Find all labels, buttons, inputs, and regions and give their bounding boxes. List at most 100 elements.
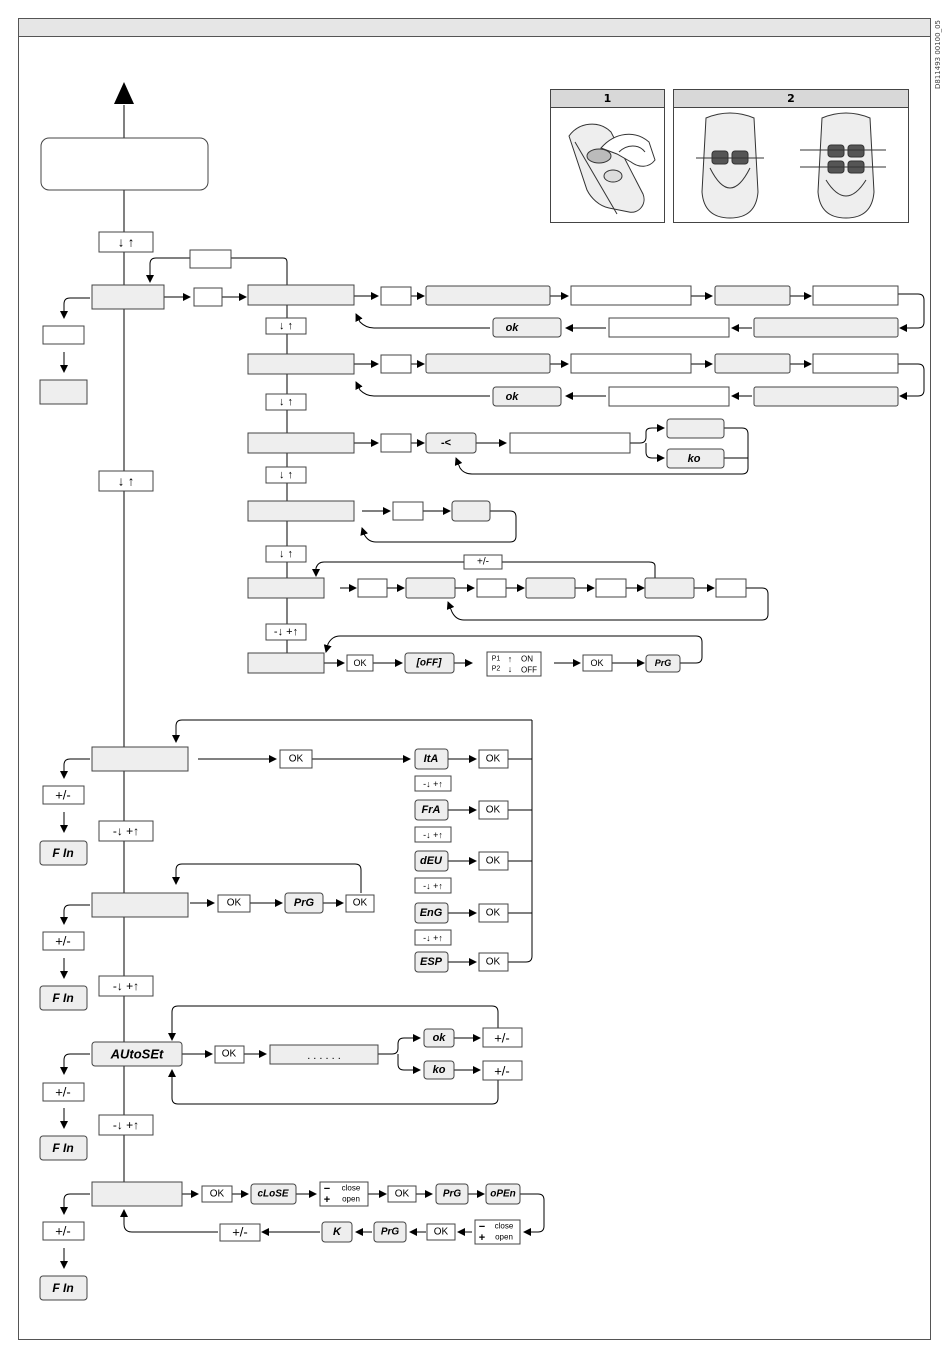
svg-text:OK: OK	[353, 658, 366, 668]
plus-minus-button-4[interactable]: +/-	[42, 1221, 85, 1241]
r1-return-grey-box	[753, 317, 899, 338]
svg-text:close: close	[342, 1184, 361, 1193]
photo-panel-1-label: 1	[551, 90, 664, 108]
svg-text:OK: OK	[486, 805, 501, 816]
nav-lang-3[interactable]: -↓ +↑	[414, 877, 452, 894]
prg-lcd-r6: PrG	[645, 654, 681, 673]
plus-minus-button-1[interactable]: +/-	[42, 785, 85, 805]
photo-panel-2: 2	[673, 89, 909, 223]
fin-lcd-2: F In	[39, 985, 88, 1011]
r1-ok-lcd	[492, 317, 562, 338]
svg-text:-↓ +↑: -↓ +↑	[274, 626, 298, 638]
r3-upper-lcd	[666, 418, 725, 439]
photo-panel-2-label: 2	[674, 90, 908, 108]
ok-button-eng[interactable]: OK	[478, 903, 509, 923]
svg-text:↓ ↑: ↓ ↑	[118, 235, 135, 250]
plus-minus-button-3[interactable]: +/-	[42, 1082, 85, 1102]
nav-down-up-5[interactable]: ↓ ↑	[265, 466, 307, 484]
r5-box-1	[357, 578, 388, 598]
ok-button-r6-1[interactable]: OK	[346, 654, 374, 672]
page-frame	[18, 18, 931, 1340]
left-white-box	[42, 325, 85, 345]
submenu-1-box	[247, 284, 355, 306]
nav-lang-2[interactable]: -↓ +↑	[414, 826, 452, 843]
svg-text:-↓ +↑: -↓ +↑	[113, 1118, 139, 1132]
plus-minus-co[interactable]: +/-	[219, 1223, 261, 1242]
menu-close-open-box	[91, 1181, 183, 1207]
svg-text:ESP: ESP	[420, 956, 443, 968]
r2-small-box	[380, 354, 412, 374]
ok-button-autoset[interactable]: OK	[214, 1045, 245, 1064]
svg-text:PrG: PrG	[381, 1227, 400, 1238]
ok-button-fra[interactable]: OK	[478, 800, 509, 820]
plus-minus-loop-button[interactable]: +/-	[463, 554, 503, 570]
svg-text:F In: F In	[52, 991, 73, 1005]
r2-white-box	[570, 353, 692, 374]
r3-lcd	[425, 432, 477, 454]
nav-down-up-1[interactable]: ↓ ↑	[98, 231, 154, 253]
svg-text:+: +	[324, 1194, 330, 1206]
svg-text:OK: OK	[210, 1189, 225, 1200]
nav-minus-plus-2[interactable]: -↓ +↑	[98, 820, 154, 842]
top-up-arrow-icon	[114, 82, 134, 104]
nav-minus-plus-3[interactable]: -↓ +↑	[98, 975, 154, 997]
nav-lang-1[interactable]: -↓ +↑	[414, 775, 452, 792]
autoset-progress-dots: . . . . . .	[307, 1050, 341, 1062]
remote-p1-p2-panel: P1 P2 ↑ ↓ ON OFF	[486, 651, 542, 677]
ok-button-co-3[interactable]: OK	[426, 1223, 456, 1241]
svg-text:+/-: +/-	[477, 557, 489, 568]
nav-minus-plus-1[interactable]: -↓ +↑	[265, 623, 307, 641]
svg-text:OK: OK	[486, 856, 501, 867]
plus-minus-button-2[interactable]: +/-	[42, 931, 85, 951]
svg-text:F In: F In	[52, 846, 73, 860]
prg-lcd-co-1: PrG	[435, 1183, 469, 1205]
svg-text:OFF: OFF	[521, 666, 537, 675]
ok-button-prg-1[interactable]: OK	[217, 894, 251, 913]
svg-text:OK: OK	[222, 1049, 237, 1060]
svg-text:+/-: +/-	[494, 1064, 510, 1079]
svg-text:+/-: +/-	[55, 1085, 71, 1100]
plus-minus-autoset-ko[interactable]: +/-	[482, 1060, 523, 1081]
ok-button-co-2[interactable]: OK	[387, 1185, 417, 1203]
plus-minus-autoset-ok[interactable]: +/-	[482, 1027, 523, 1048]
ok-button-deu[interactable]: OK	[478, 851, 509, 871]
off-lcd: [oFF]	[404, 652, 455, 674]
svg-text:+/-: +/-	[494, 1031, 510, 1046]
ok-button-esp[interactable]: OK	[478, 952, 509, 972]
svg-text:dEU: dEU	[420, 855, 443, 867]
svg-text:OK: OK	[353, 898, 368, 909]
ok-button-r6-2[interactable]: OK	[582, 654, 613, 672]
nav-down-up-4[interactable]: ↓ ↑	[265, 393, 307, 411]
ok-button-prg-2[interactable]: OK	[345, 894, 375, 913]
svg-text:-↓ +↑: -↓ +↑	[113, 824, 139, 838]
svg-text:↓ ↑: ↓ ↑	[118, 474, 135, 489]
r1-white-box	[570, 285, 692, 306]
svg-text:-↓ +↑: -↓ +↑	[423, 881, 443, 891]
nav-lang-4[interactable]: -↓ +↑	[414, 929, 452, 946]
autoset-progress-box	[269, 1044, 379, 1065]
svg-text:ON: ON	[521, 655, 533, 664]
loop-top-box	[189, 249, 232, 269]
left-grey-box	[39, 379, 88, 405]
ok-button-co-1[interactable]: OK	[201, 1185, 233, 1203]
r4-lcd	[451, 500, 491, 522]
arrow-down-icon: ↓	[508, 664, 513, 674]
r5-box-4	[715, 578, 747, 598]
r3-ko-lcd	[666, 448, 725, 469]
ok-button-lang[interactable]: OK	[279, 749, 313, 769]
svg-text:cLoSE: cLoSE	[257, 1189, 288, 1200]
nav-down-up-2[interactable]: ↓ ↑	[98, 470, 154, 492]
remote-buttons-picture	[696, 112, 886, 219]
svg-text:ok: ok	[433, 1032, 447, 1044]
fin-lcd-1: F In	[39, 840, 88, 866]
header-bar	[18, 18, 931, 37]
r4-small-box	[392, 501, 424, 521]
ok-button-ita[interactable]: OK	[478, 749, 509, 769]
nav-down-up-6[interactable]: ↓ ↑	[265, 545, 307, 563]
nav-minus-plus-4[interactable]: -↓ +↑	[98, 1114, 154, 1136]
menu-language-box	[91, 746, 189, 772]
svg-text:−: −	[324, 1183, 330, 1195]
nav-down-up-3[interactable]: ↓ ↑	[265, 317, 307, 335]
arrow-up-icon: ↑	[508, 654, 513, 664]
svg-text:↓ ↑: ↓ ↑	[279, 469, 293, 481]
